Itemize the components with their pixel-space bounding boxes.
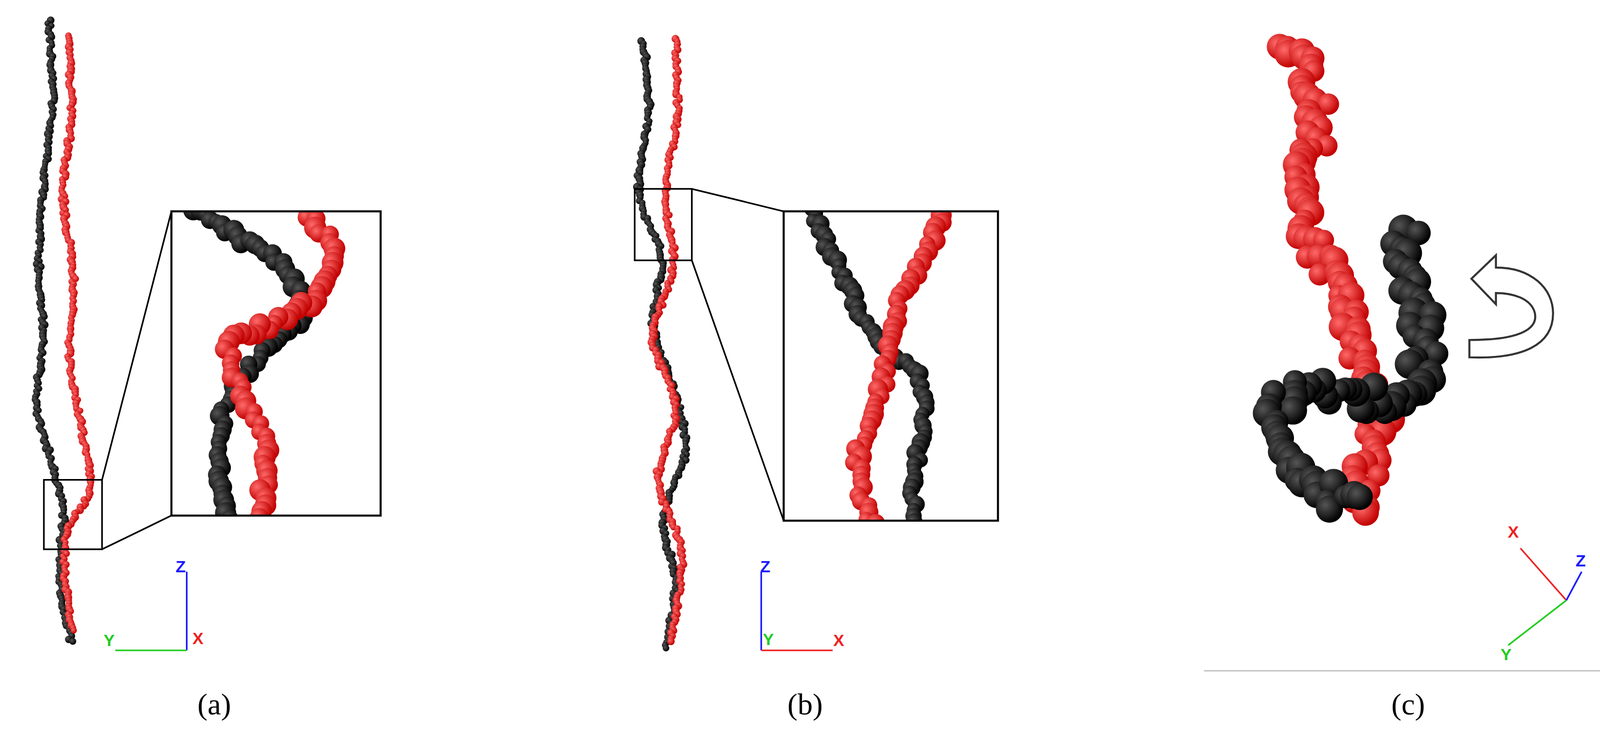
axis-label: Z	[760, 557, 771, 575]
axis-line	[1520, 548, 1567, 601]
axis-line	[185, 571, 188, 651]
zoom-line	[102, 211, 172, 480]
zoom-line	[691, 260, 784, 521]
axis-label: Y	[103, 631, 115, 649]
axis-line	[1508, 599, 1567, 645]
axis-label: Z	[1575, 552, 1586, 569]
panel-label: (a)	[197, 688, 232, 719]
bead	[249, 507, 269, 516]
axis-label: Y	[1500, 645, 1512, 663]
zoom-line	[691, 188, 784, 212]
zoom-box	[171, 211, 381, 516]
axis-label: Y	[762, 630, 775, 648]
bead	[69, 637, 77, 645]
axis-line	[760, 571, 762, 651]
panel-b-chains	[633, 35, 691, 652]
zoom-inset	[804, 211, 952, 521]
axis-line	[1566, 571, 1582, 601]
bead	[667, 637, 675, 645]
zoom-inset	[183, 211, 346, 516]
bead	[70, 627, 78, 634]
axis-label: Z	[175, 557, 186, 575]
zoom-box	[783, 211, 999, 521]
axis-line	[761, 649, 833, 651]
panel-label: (c)	[1391, 688, 1426, 719]
zoom-region	[43, 479, 103, 550]
bead	[1346, 483, 1374, 511]
zoom-region	[634, 188, 692, 261]
axis-line	[115, 649, 187, 651]
axis-label: X	[833, 631, 845, 649]
separator-line	[1204, 669, 1600, 672]
axis-label: X	[1507, 523, 1519, 540]
bead	[662, 644, 670, 652]
panel-label: (b)	[787, 688, 823, 719]
panel-c-chains	[1252, 33, 1449, 526]
rotation-arrow	[1469, 255, 1553, 358]
bead	[905, 512, 923, 521]
zoom-line	[102, 515, 172, 550]
axis-label: X	[192, 629, 204, 647]
panel-a-chains	[31, 16, 96, 645]
